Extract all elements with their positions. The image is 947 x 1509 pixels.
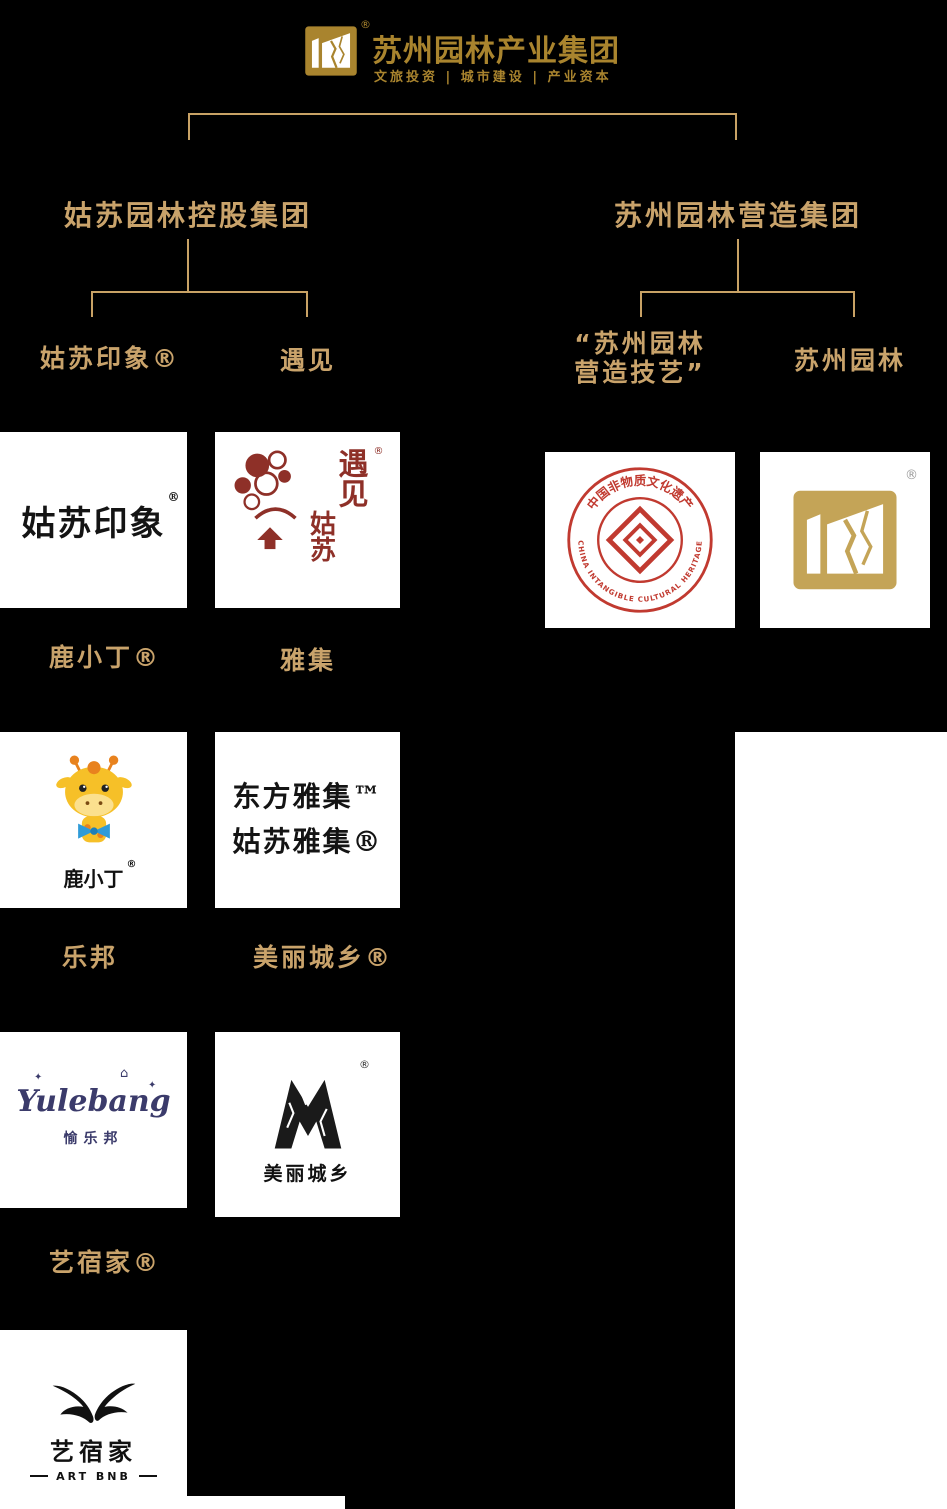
- meilichengxiang-logo-mark: [274, 1079, 341, 1149]
- connector-top-tick-right: [735, 113, 737, 140]
- meilichengxiang-text: 美丽城乡: [263, 1163, 352, 1185]
- yisujia-en-row: ART BNB: [30, 1470, 157, 1483]
- yaji-line2: 姑苏雅集®: [232, 825, 383, 858]
- card-meilichengxiang: 美丽城乡 ®: [215, 1032, 400, 1217]
- card-yujian-gusu: 遇见 ® 姑苏: [215, 432, 400, 608]
- background-white-strip: [187, 1496, 345, 1509]
- luxiaoding-giraffe-illustration: [55, 755, 132, 842]
- connector-right-vertical: [737, 239, 739, 293]
- group-logo-reg: ®: [360, 18, 371, 31]
- yisujia-bird-logo: [53, 1383, 136, 1423]
- meilichengxiang-reg: ®: [359, 1058, 370, 1071]
- yaji-line1: 东方雅集™: [232, 780, 383, 814]
- brand-label-yujian: 遇见: [279, 346, 336, 375]
- yulebang-cn-text: 愉乐邦: [63, 1131, 124, 1147]
- connector-left-vertical: [187, 239, 189, 293]
- brand-label-lebang: 乐邦: [61, 943, 118, 972]
- card-yulebang: ✦ ⌂ ✦ Yulebang 愉乐邦: [0, 1032, 187, 1208]
- luxiaoding-reg: ®: [126, 858, 137, 870]
- group-logo-icon: [303, 23, 359, 79]
- suzhou-garden-logo-reg: ®: [905, 468, 918, 483]
- yujian-reg: ®: [373, 446, 384, 457]
- brand-label-yaji: 雅集: [279, 646, 336, 675]
- yaji-logo-text: 东方雅集™ 姑苏雅集®: [232, 775, 382, 865]
- connector-right-tick-2: [853, 291, 855, 317]
- brand-label-gusu-impression: 姑苏印象®: [39, 344, 180, 373]
- group-label-gusu-holding: 姑苏园林控股集团: [63, 199, 312, 232]
- yisujia-rule-left: [30, 1475, 49, 1477]
- luxiaoding-logo-text: 鹿小丁 ®: [63, 859, 137, 892]
- card-gusu-impression: 姑苏印象 ®: [0, 432, 187, 608]
- yujian-text-col2: 姑苏: [305, 510, 336, 562]
- group-logo-title: 苏州园林产业集团: [372, 34, 620, 69]
- brand-label-yisujia: 艺宿家®: [48, 1248, 161, 1277]
- yulebang-script-text: Yulebang: [16, 1084, 171, 1119]
- suzhou-garden-logo-mark: [793, 490, 897, 590]
- yujian-papercut-illustration: [234, 450, 297, 550]
- brand-label-luxiaoding: 鹿小丁®: [48, 643, 161, 672]
- group-label-suzhou-construction: 苏州园林营造集团: [613, 199, 862, 232]
- connector-left-tick-2: [306, 291, 308, 317]
- gusu-impression-text: 姑苏印象: [21, 503, 166, 544]
- luxiaoding-text: 鹿小丁: [63, 866, 124, 891]
- yulebang-star-icon-2: ✦: [148, 1080, 157, 1091]
- card-yisujia: 艺宿家 ART BNB: [0, 1330, 187, 1509]
- card-suzhou-garden-logo: ®: [760, 452, 930, 628]
- background-white-region: [735, 732, 947, 1509]
- connector-left-tick-1: [91, 291, 93, 317]
- connector-left-horizontal: [91, 291, 308, 293]
- yisujia-en-text: ART BNB: [56, 1469, 131, 1483]
- connector-right-horizontal: [640, 291, 855, 293]
- brand-label-suzhou-garden: 苏州园林: [793, 346, 906, 375]
- brand-label-meilichengxiang: 美丽城乡®: [252, 943, 393, 972]
- brand-label-heritage-line1: “苏州园林: [574, 329, 706, 358]
- heritage-seal-emblem: 中国非物质文化遗产 CHINA INTANGIBLE CULTURAL HERI…: [567, 467, 713, 613]
- yulebang-star-icon: ✦: [34, 1072, 43, 1083]
- card-luxiaoding: 鹿小丁 ®: [0, 732, 187, 908]
- yulebang-castle-icon: ⌂: [120, 1066, 129, 1081]
- yisujia-rule-right: [138, 1475, 157, 1477]
- connector-top-tick-left: [188, 113, 190, 140]
- card-yaji: 东方雅集™ 姑苏雅集®: [215, 732, 400, 908]
- connector-right-tick-1: [640, 291, 642, 317]
- group-logo-subtitle: 文旅投资 | 城市建设 | 产业资本: [374, 70, 612, 85]
- gusu-impression-logo: 姑苏印象 ®: [21, 490, 180, 545]
- yujian-text-col1: 遇见: [332, 448, 368, 508]
- gusu-impression-reg: ®: [167, 489, 182, 504]
- yisujia-cn-text: 艺宿家: [49, 1437, 137, 1466]
- connector-top-horizontal: [188, 113, 737, 115]
- brand-label-heritage-line2: 营造技艺”: [574, 357, 706, 387]
- card-heritage-seal: 中国非物质文化遗产 CHINA INTANGIBLE CULTURAL HERI…: [545, 452, 735, 628]
- brand-label-heritage: “苏州园林 营造技艺”: [540, 329, 740, 388]
